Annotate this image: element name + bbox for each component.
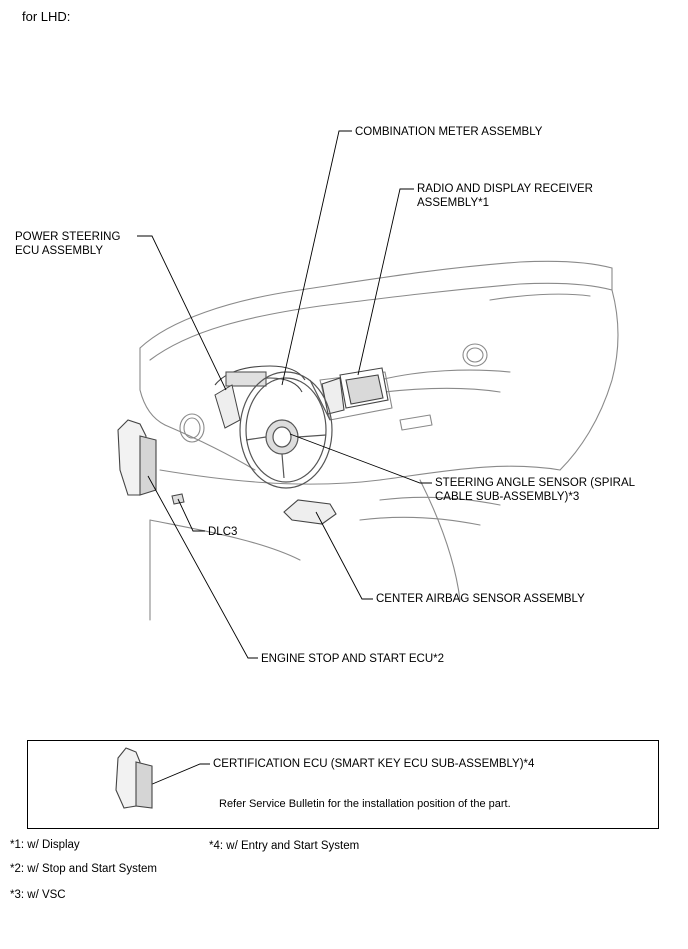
page-caption: for LHD:	[22, 9, 71, 24]
footnote-3: *3: w/ VSC	[10, 889, 66, 901]
footnote-4: *4: w/ Entry and Start System	[209, 840, 360, 852]
certification-ecu-title: CERTIFICATION ECU (SMART KEY ECU SUB-ASS…	[213, 758, 535, 770]
label-center-airbag: CENTER AIRBAG SENSOR ASSEMBLY	[376, 593, 585, 605]
label-radio-display-line2: ASSEMBLY*1	[417, 197, 490, 209]
label-steering-angle-line2: CABLE SUB-ASSEMBLY)*3	[435, 491, 580, 503]
footnote-2: *2: w/ Stop and Start System	[10, 863, 158, 875]
label-combination-meter: COMBINATION METER ASSEMBLY	[355, 126, 543, 138]
label-power-steering-line1: POWER STEERING	[15, 231, 121, 243]
certification-ecu-note: Refer Service Bulletin for the installat…	[219, 798, 511, 810]
label-power-steering-line2: ECU ASSEMBLY	[15, 245, 103, 257]
label-steering-angle-line1: STEERING ANGLE SENSOR (SPIRAL	[435, 477, 636, 489]
certification-ecu-box	[27, 740, 659, 829]
label-radio-display-line1: RADIO AND DISPLAY RECEIVER	[417, 183, 593, 195]
footnote-1: *1: w/ Display	[10, 839, 80, 851]
label-dlc3: DLC3	[208, 526, 238, 538]
label-engine-stop-start: ENGINE STOP AND START ECU*2	[261, 653, 444, 665]
